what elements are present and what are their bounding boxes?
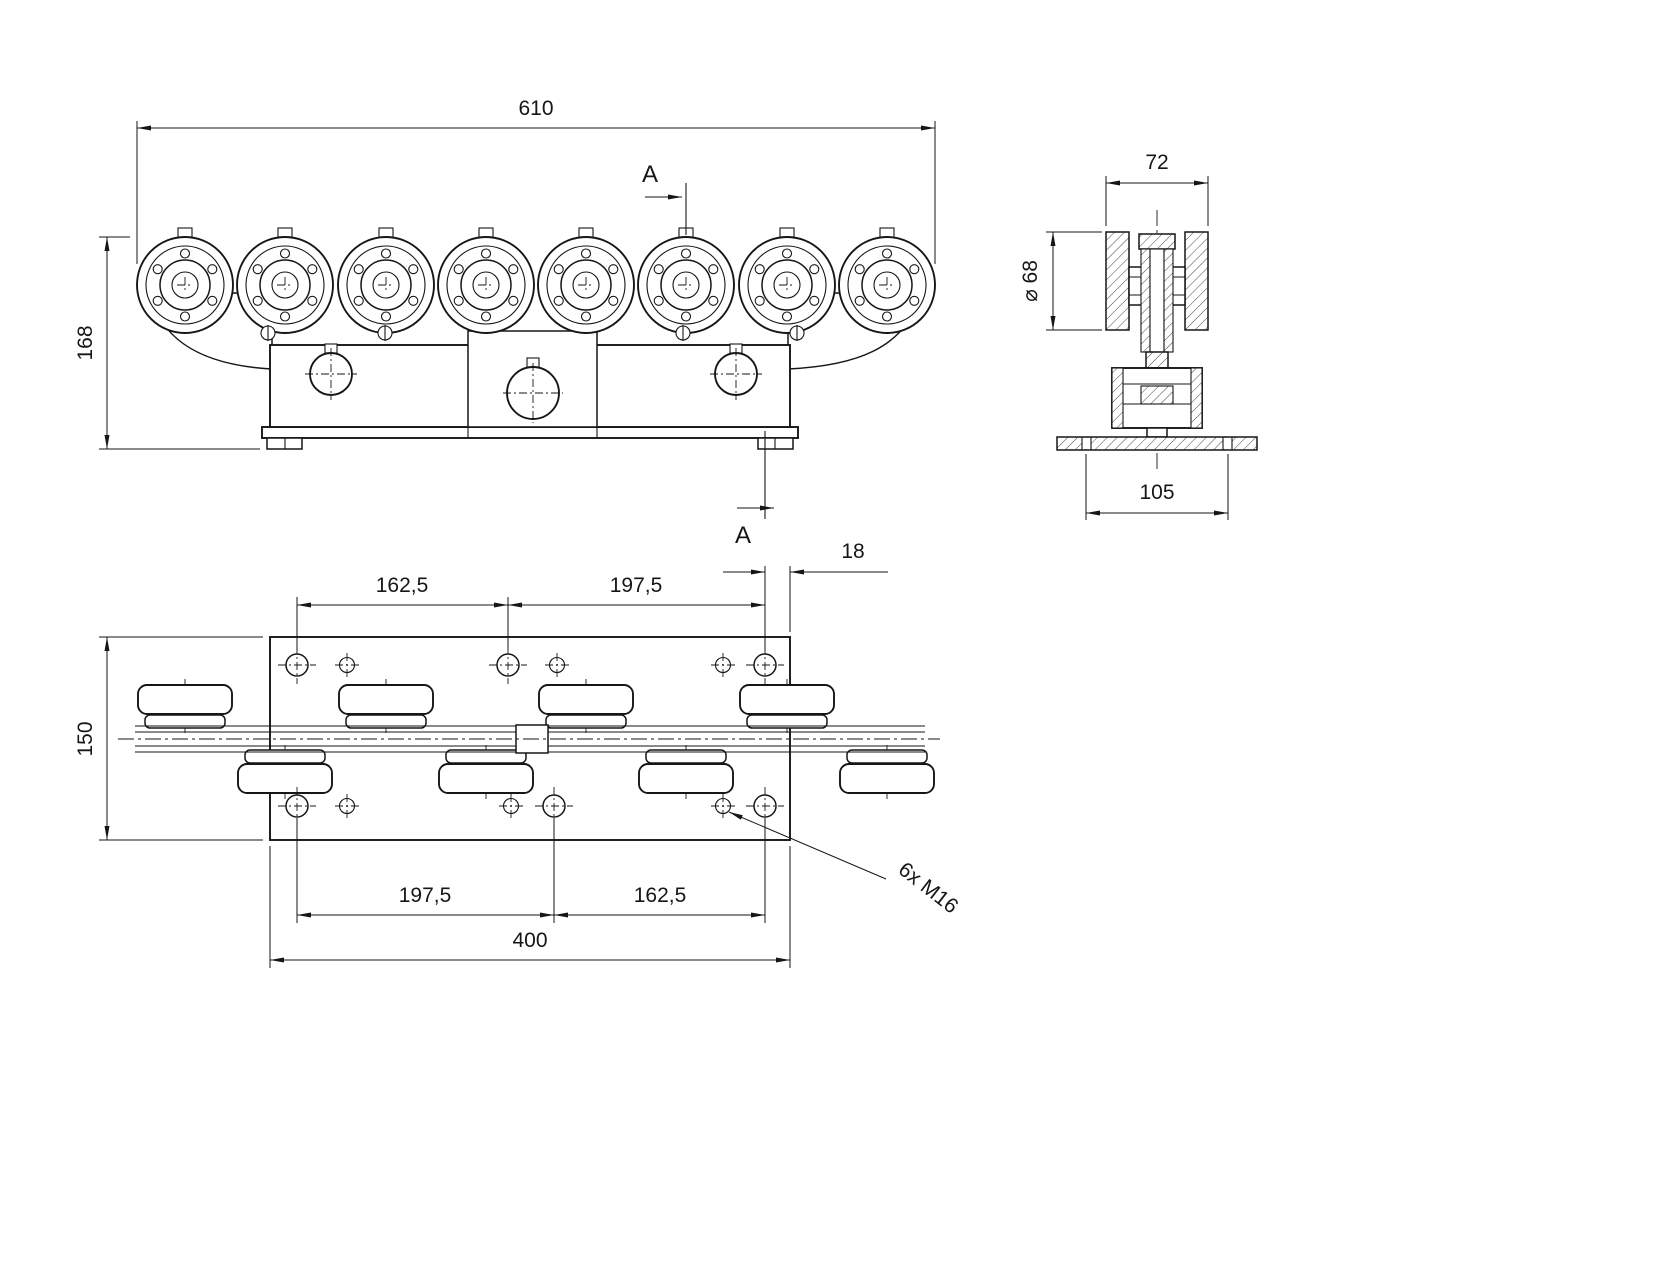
- roller-4: [437, 227, 535, 334]
- section-label-a-top: A: [642, 161, 658, 188]
- clevis-gap: [1149, 248, 1165, 353]
- plan-wheel-top-1: [137, 678, 233, 734]
- plan-wheel-top-3: [538, 678, 634, 734]
- dim-plate-height: 150: [74, 636, 263, 841]
- dim-text-168: 168: [74, 325, 97, 360]
- plan-wheel-bottom-4: [839, 744, 935, 800]
- tire-section-right: [1184, 231, 1209, 331]
- dim-text-18: 18: [841, 540, 864, 563]
- hole-gap: [1082, 438, 1091, 449]
- axle-hole-left: [305, 343, 357, 400]
- top-nut-section: [1138, 233, 1176, 250]
- dim-hole-bottom-right: 162,5: [554, 818, 766, 923]
- dim-text-150: 150: [74, 721, 97, 756]
- body-bolt: [675, 325, 691, 341]
- dim-base-width: 105: [1085, 454, 1229, 520]
- dim-wheel-width: 72: [1105, 151, 1209, 226]
- axle-hole-center: [503, 357, 563, 423]
- roller-8: [838, 227, 936, 334]
- dim-hole-top-right: 197,5: [508, 566, 766, 650]
- side-view: 72 ⌀ 68 105: [1019, 151, 1258, 520]
- dim-text-197-5-bottom: 197,5: [399, 884, 452, 907]
- tire-section-left: [1105, 231, 1130, 331]
- roller-2: [236, 227, 334, 334]
- bracket-nut: [1146, 427, 1168, 438]
- dim-text-105: 105: [1139, 481, 1174, 504]
- dim-plate-width: 400: [269, 846, 791, 968]
- dim-text-162-5-top: 162,5: [376, 574, 429, 597]
- bracket-wall-left: [1111, 367, 1124, 429]
- base-hole-left: [1081, 437, 1092, 450]
- roller-7: [738, 227, 836, 334]
- dim-wheel-diameter: ⌀ 68: [1019, 231, 1102, 331]
- plan-wheel-bottom-1: [237, 744, 333, 800]
- plan-view: 162,5 197,5 18 150 197,5: [74, 540, 962, 968]
- clevis-plate-right: [1163, 248, 1174, 353]
- leader-line: [728, 811, 887, 880]
- clevis-plate-left: [1140, 248, 1151, 353]
- thread-note-text: 6x M16: [894, 858, 962, 919]
- hole-gap: [1223, 438, 1232, 449]
- dim-text-d68: ⌀ 68: [1019, 260, 1042, 302]
- roller-3: [337, 227, 435, 334]
- dim-edge-offset: 18: [723, 540, 888, 632]
- plan-wheel-top-4: [739, 678, 835, 734]
- base-plate: [261, 426, 799, 439]
- body-bolt: [789, 325, 805, 341]
- lower-shaft-section: [1145, 351, 1169, 369]
- bracket-core-section: [1140, 385, 1174, 405]
- bracket-wall-right: [1190, 367, 1203, 429]
- section-marker-bottom: A: [735, 431, 774, 549]
- plan-wheel-bottom-3: [638, 744, 734, 800]
- dim-text-72: 72: [1145, 151, 1168, 174]
- roller-5: [537, 227, 635, 334]
- dim-text-610: 610: [518, 97, 553, 120]
- dim-hole-bottom-left: 197,5: [296, 818, 555, 923]
- axle-hole-right: [710, 343, 762, 400]
- plan-wheel-top-2: [338, 678, 434, 734]
- roller-6: [637, 227, 735, 334]
- section-label-a-bottom: A: [735, 522, 751, 549]
- dim-text-162-5-bottom: 162,5: [634, 884, 687, 907]
- section-marker-top: A: [642, 161, 687, 235]
- body-bolt: [377, 325, 393, 341]
- dim-hole-top-left: 162,5: [296, 574, 509, 650]
- dim-front-width: 610: [136, 97, 936, 264]
- mounting-base-section: [1056, 436, 1258, 451]
- front-view: 610 168 A A: [74, 97, 936, 549]
- dim-text-400: 400: [512, 929, 547, 952]
- dim-text-197-5-top: 197,5: [610, 574, 663, 597]
- roller-1: [136, 227, 234, 334]
- base-hole-right: [1222, 437, 1233, 450]
- body-bolt: [260, 325, 276, 341]
- dim-front-height: 168: [74, 236, 260, 450]
